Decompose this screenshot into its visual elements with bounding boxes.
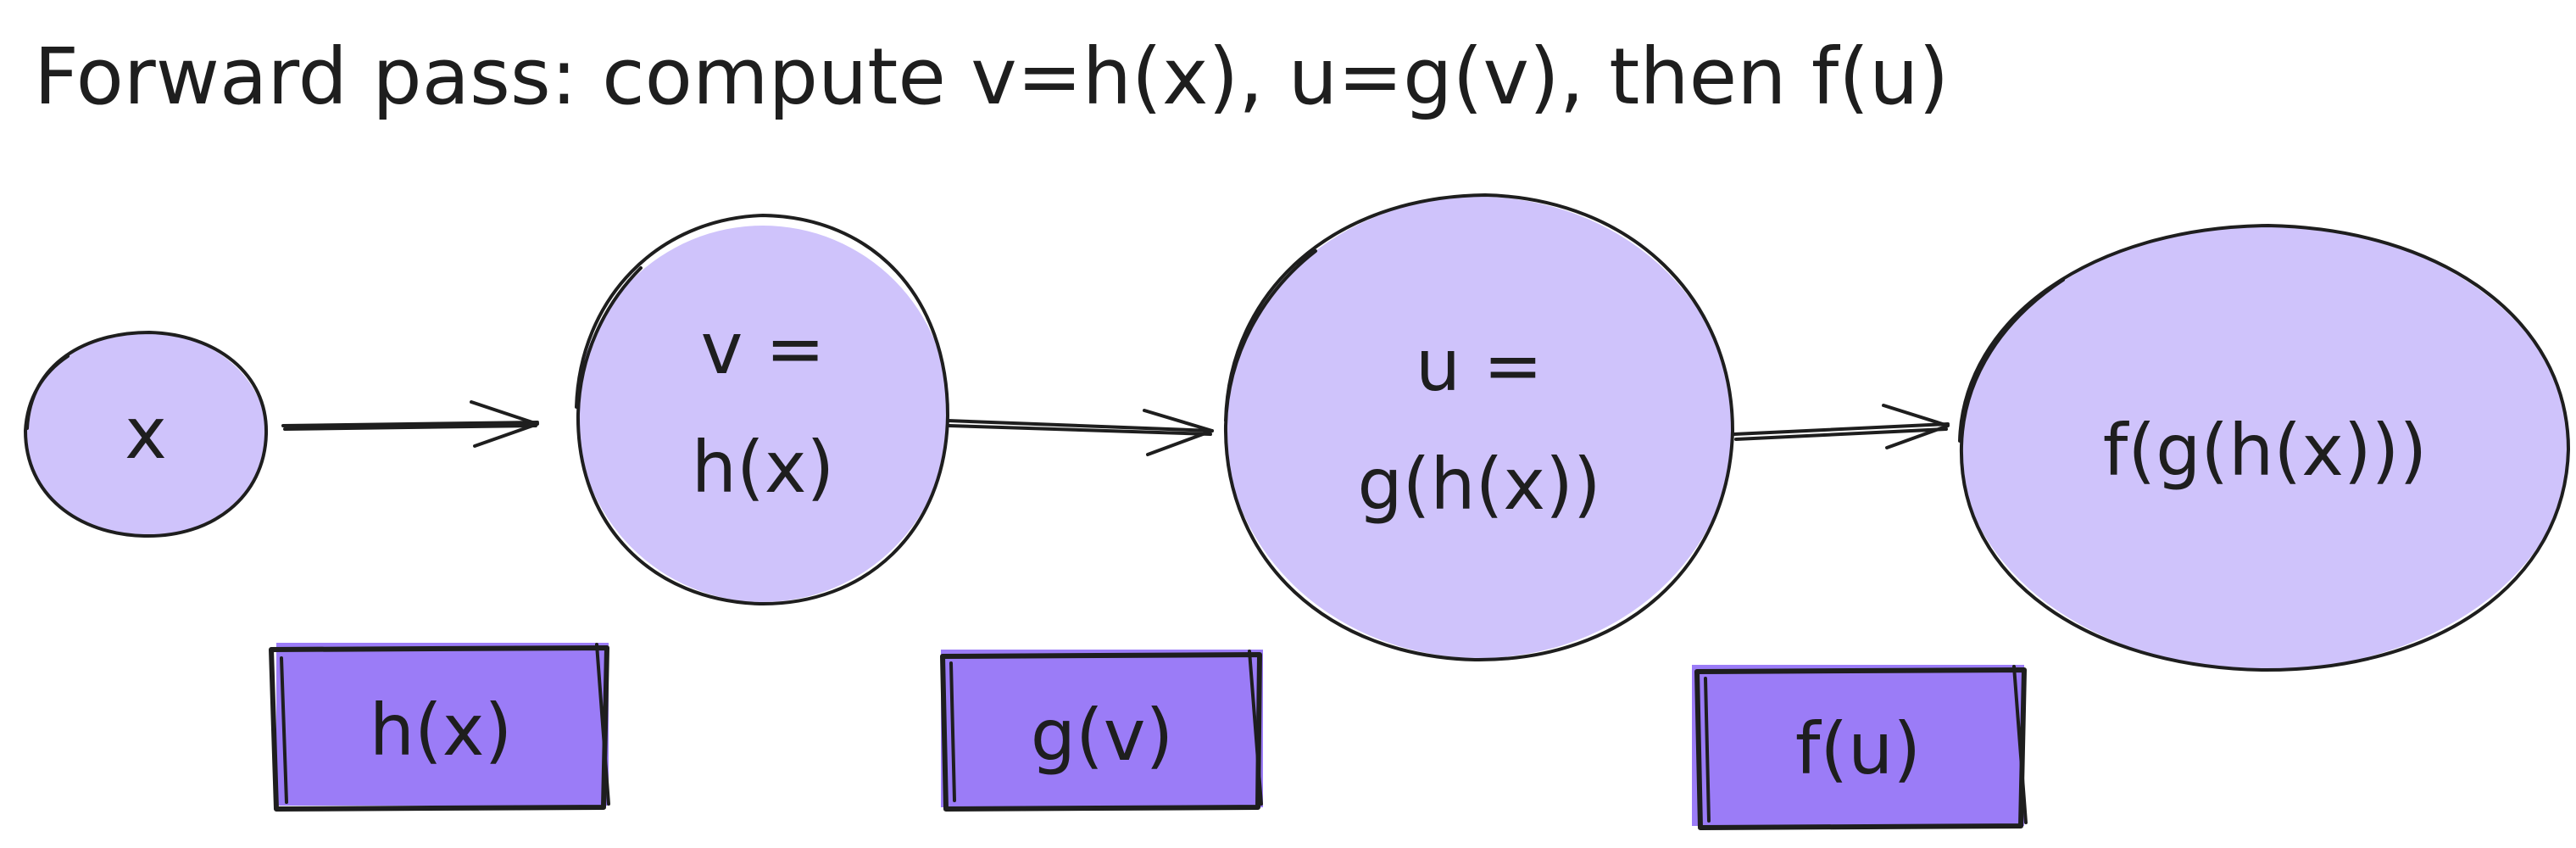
node-f: f(g(h(x))) xyxy=(1958,224,2570,672)
box-h-outline xyxy=(269,645,609,812)
arrow-x-to-v xyxy=(281,400,539,448)
node-u-outline xyxy=(1223,193,1734,662)
box-g-outline xyxy=(940,652,1262,812)
box-fu-fill xyxy=(1692,665,2024,826)
box-g-fill xyxy=(941,650,1263,807)
node-f-circle xyxy=(1960,226,2570,670)
box-fu-label: f(u) xyxy=(1795,707,1921,790)
box-fu-outline xyxy=(1694,667,2027,830)
diagram-title: Forward pass: compute v=h(x), u=g(v), th… xyxy=(34,31,1949,122)
box-g-label: g(v) xyxy=(1031,694,1174,777)
node-u-circle xyxy=(1225,197,1733,658)
node-v-label-line1: v = xyxy=(701,307,826,390)
box-h: h(x) xyxy=(269,643,610,812)
node-v: v = h(x) xyxy=(575,214,949,606)
arrow-v-to-u xyxy=(946,409,1214,456)
box-g: g(v) xyxy=(940,650,1263,812)
node-f-label: f(g(h(x))) xyxy=(2103,409,2427,492)
node-x-label: x xyxy=(125,392,167,475)
node-v-outline xyxy=(575,214,949,606)
node-u: u = g(h(x)) xyxy=(1223,193,1734,662)
node-x-outline xyxy=(24,331,269,538)
node-u-label-line2: g(h(x)) xyxy=(1357,443,1600,526)
node-x: x xyxy=(24,331,269,538)
box-h-label: h(x) xyxy=(370,689,513,772)
node-v-label-line2: h(x) xyxy=(692,426,835,509)
box-h-fill xyxy=(276,643,609,806)
box-fu: f(u) xyxy=(1692,665,2028,830)
node-x-circle xyxy=(25,332,266,536)
node-u-label-line1: u = xyxy=(1416,324,1543,407)
node-v-circle xyxy=(576,226,949,602)
node-f-outline xyxy=(1958,224,2570,672)
arrow-u-to-f xyxy=(1733,404,1950,449)
